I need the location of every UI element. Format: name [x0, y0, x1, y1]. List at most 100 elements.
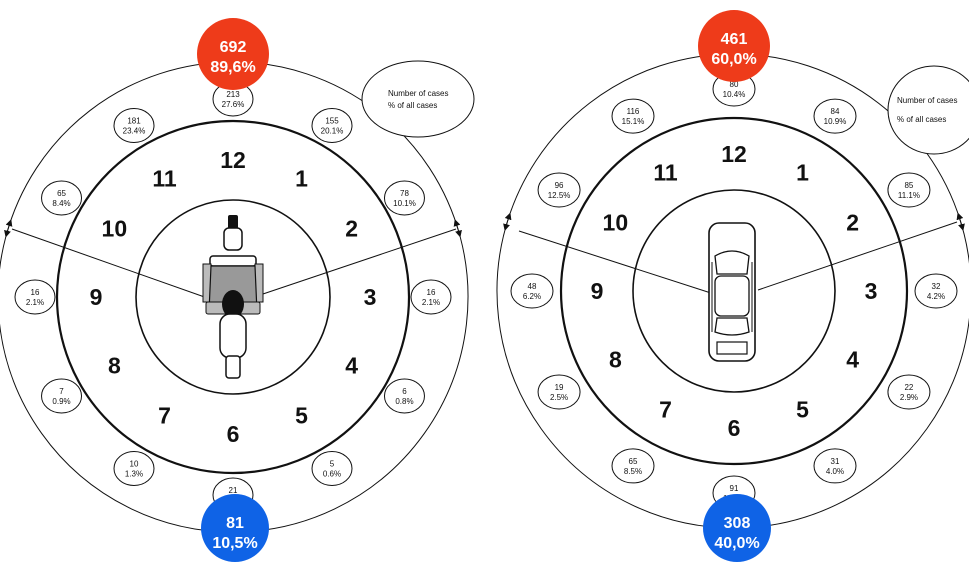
bubble-outline	[113, 450, 155, 486]
legend-right: Number of cases % of all cases	[887, 65, 969, 155]
bubble-outline	[887, 374, 931, 410]
clock-hour-9: 9	[90, 284, 103, 310]
rear-arc-left	[0, 219, 234, 533]
bubble-pct: 2.9%	[900, 393, 918, 402]
hour-bubble: 222.9%	[887, 374, 931, 410]
bubble-pct: 8.5%	[624, 467, 642, 476]
bubble-count: 65	[57, 189, 66, 198]
clock-hour-10: 10	[102, 216, 128, 242]
hour-bubble: 192.5%	[537, 374, 581, 410]
clock-hour-3: 3	[865, 278, 878, 304]
bubble-count: 16	[427, 288, 436, 297]
bubble-count: 80	[730, 80, 739, 89]
hour-bubble: 658.5%	[611, 448, 655, 484]
inner-clock-ring	[632, 189, 836, 393]
clock-hour-12: 12	[721, 141, 747, 167]
hour-bubble: 324.2%	[914, 273, 958, 309]
bubble-count: 84	[831, 107, 840, 116]
front-arc-right	[733, 53, 965, 232]
clock-hour-11: 11	[653, 159, 678, 185]
bubble-outline	[410, 279, 452, 315]
clock-hour-2: 2	[345, 216, 358, 242]
motorcycle-top-badge: 692 89,6%	[197, 18, 269, 90]
divider-line-right	[256, 228, 457, 297]
bubble-count: 19	[555, 383, 564, 392]
bubble-pct: 27.6%	[222, 100, 245, 109]
bubble-count: 91	[730, 484, 739, 493]
bubble-count: 181	[127, 117, 141, 126]
hour-bubble: 101.3%	[113, 450, 155, 486]
hour-bubble: 70.9%	[41, 378, 83, 414]
bubble-count: 16	[31, 288, 40, 297]
outer-clock-ring	[55, 119, 411, 475]
hour-bubble: 658.4%	[41, 180, 83, 216]
rear-arc-right	[232, 219, 469, 533]
bubble-pct: 10.4%	[723, 90, 746, 99]
bubble-pct: 4.0%	[826, 467, 844, 476]
clock-hour-4: 4	[345, 353, 358, 379]
clock-hour-2: 2	[846, 210, 859, 236]
bubble-count: 155	[325, 117, 339, 126]
legend-pct-label: % of all cases	[388, 101, 437, 110]
bubble-pct: 12.5%	[548, 191, 571, 200]
legend-count-label: Number of cases	[897, 96, 957, 105]
bubble-pct: 2.5%	[550, 393, 568, 402]
hour-bubble: 60.8%	[383, 378, 425, 414]
bubble-pct: 15.1%	[622, 117, 645, 126]
bubble-outline	[537, 374, 581, 410]
bubble-pct: 2.1%	[422, 298, 440, 307]
bubble-outline	[510, 273, 554, 309]
bubble-outline	[887, 172, 931, 208]
motorcycle-bottom-badge: 81 10,5%	[201, 494, 269, 562]
bubble-outline	[537, 172, 581, 208]
clock-hour-5: 5	[796, 397, 809, 423]
bubble-pct: 10.9%	[824, 117, 847, 126]
outer-clock-ring	[559, 116, 909, 466]
motorcycle-diagram: 12123456789101121327.6%15520.1%7810.1%16…	[0, 61, 469, 533]
top-badge-count: 461	[721, 31, 748, 48]
motorcycle-icon	[202, 215, 264, 379]
bubble-pct: 11.1%	[898, 191, 920, 200]
clock-hour-1: 1	[796, 159, 809, 185]
bubble-pct: 20.1%	[321, 127, 344, 136]
bubble-count: 7	[59, 387, 64, 396]
bubble-outline	[383, 378, 425, 414]
bubble-pct: 6.2%	[523, 292, 541, 301]
bubble-pct: 4.2%	[927, 292, 945, 301]
clock-hour-11: 11	[152, 165, 177, 191]
bubble-pct: 8.4%	[52, 199, 70, 208]
bubble-count: 96	[555, 181, 564, 190]
clock-hour-6: 6	[227, 421, 240, 447]
bubble-outline	[611, 98, 655, 134]
bubble-count: 21	[229, 486, 238, 495]
bubble-outline	[41, 180, 83, 216]
clock-hour-10: 10	[603, 210, 629, 236]
hour-bubble: 162.1%	[14, 279, 56, 315]
bubble-outline	[914, 273, 958, 309]
clock-hour-3: 3	[364, 284, 377, 310]
bubble-count: 22	[904, 383, 913, 392]
bubble-count: 31	[831, 457, 840, 466]
bubble-outline	[311, 450, 353, 486]
top-badge-count: 692	[220, 39, 247, 56]
hour-bubble: 162.1%	[410, 279, 452, 315]
car-icon	[708, 222, 756, 362]
bubble-outline	[813, 98, 857, 134]
car-bottom-badge: 308 40,0%	[703, 494, 771, 562]
bubble-count: 116	[627, 107, 640, 116]
rear-arc-right	[733, 212, 969, 529]
rear-arc-left	[496, 212, 735, 529]
legend-pct-label: % of all cases	[897, 115, 946, 124]
bubble-pct: 23.4%	[123, 127, 146, 136]
bubble-count: 78	[400, 189, 409, 198]
bubble-count: 48	[528, 282, 537, 291]
bubble-pct: 2.1%	[26, 298, 44, 307]
clock-hour-9: 9	[591, 278, 604, 304]
inner-clock-ring	[135, 199, 331, 395]
